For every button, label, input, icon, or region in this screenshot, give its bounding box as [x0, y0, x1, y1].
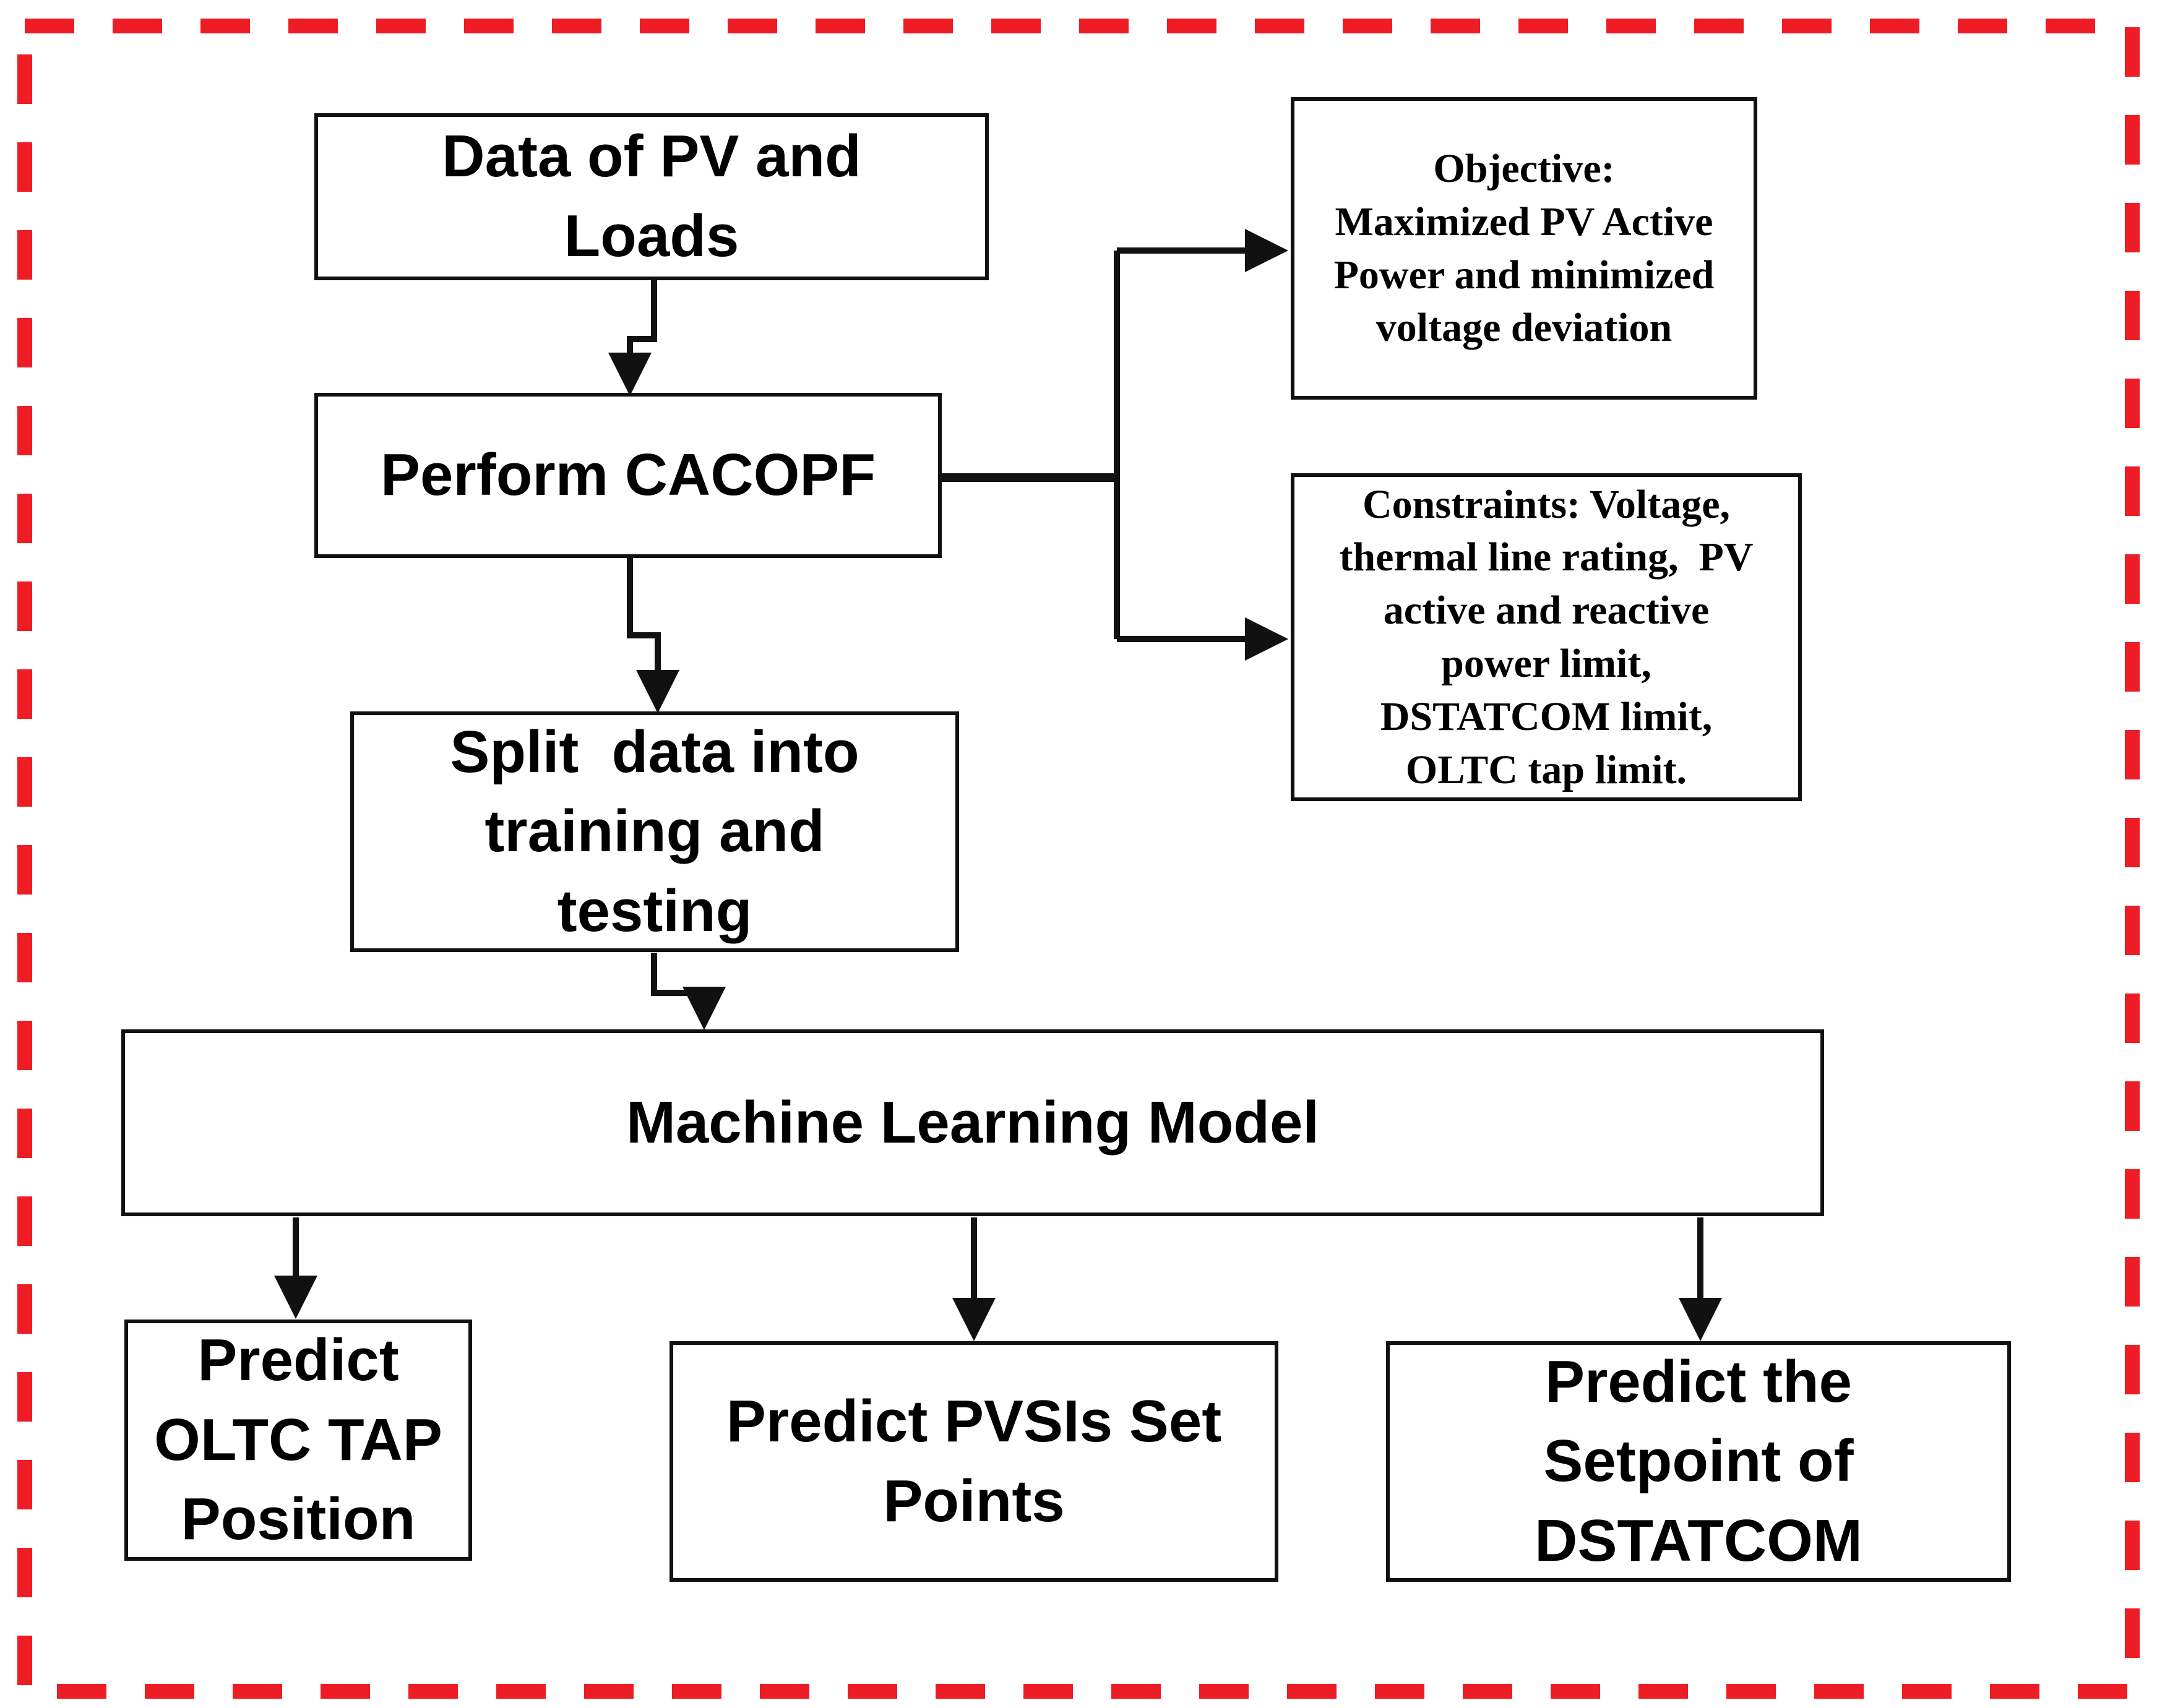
dashed-outer-border: [17, 19, 2140, 1699]
constraints-line: Constraints: Voltage,: [1362, 481, 1731, 527]
arrow-data-to-cacopf: [608, 280, 657, 396]
perform-cacopf-line: Perform CACOPF: [380, 442, 876, 509]
constraints-line: OLTC tap limit.: [1405, 747, 1687, 792]
constraints-line: DSTATCOM limit,: [1380, 693, 1713, 739]
arrow-split-to-ml: [651, 953, 726, 1030]
split-data-line: Split data into: [450, 718, 859, 785]
objective-line: Maximized PV Active: [1335, 199, 1713, 244]
predict-pvsi-line: Predict PVSIs Set: [726, 1388, 1222, 1454]
data-pv-loads-line: Data of PV and: [442, 123, 861, 190]
objective-line: Objective:: [1433, 145, 1615, 191]
constraints-line: power limit,: [1441, 641, 1651, 686]
node-machine-learning-model: Machine Learning Model: [121, 1029, 1824, 1216]
predict-oltc-line: Position: [181, 1486, 416, 1553]
node-constraints: Constraints: Voltage, thermal line rating…: [1291, 473, 1802, 801]
predict-pvsi-line: Points: [883, 1467, 1065, 1534]
node-split-data: Split data into training and testing: [350, 711, 959, 952]
predict-dstatcom-line: DSTATCOM: [1535, 1507, 1862, 1574]
arrow-cacopf-to-split: [627, 557, 679, 713]
predict-dstatcom-line: Setpoint of: [1543, 1428, 1854, 1495]
predict-dstatcom-line: Predict the: [1544, 1348, 1853, 1415]
split-data-line: training and: [484, 798, 825, 865]
objective-line: voltage deviation: [1376, 305, 1673, 351]
ml-model-line: Machine Learning Model: [626, 1089, 1320, 1156]
data-pv-loads-line: Loads: [564, 203, 739, 269]
predict-oltc-line: Predict: [197, 1327, 399, 1394]
constraints-line: active and reactive: [1383, 588, 1710, 633]
predict-oltc-line: OLTC TAP: [154, 1406, 442, 1473]
objective-line: Power and minimized: [1333, 252, 1715, 298]
node-perform-cacopf: Perform CACOPF: [314, 393, 942, 558]
split-data-line: testing: [557, 877, 752, 944]
constraints-line: thermal line rating, PV: [1339, 534, 1754, 580]
